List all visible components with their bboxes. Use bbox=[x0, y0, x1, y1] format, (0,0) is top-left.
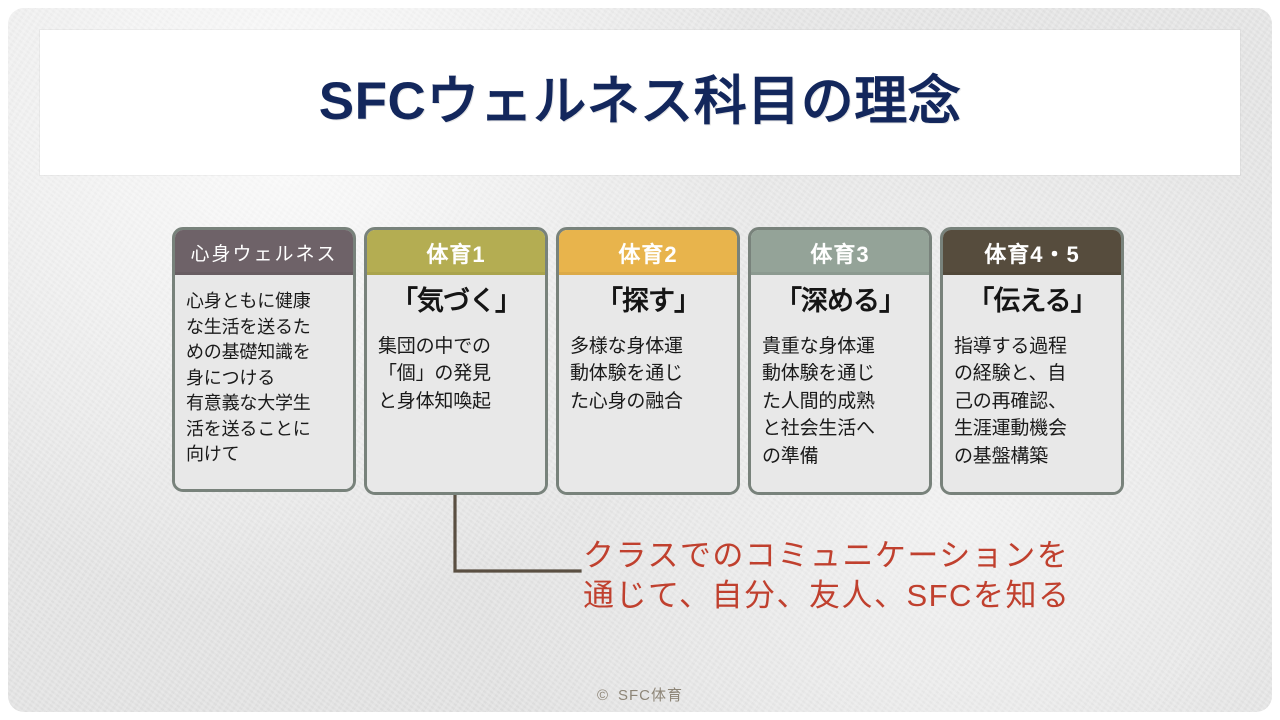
annotation-text: クラスでのコミュニケーションを 通じて、自分、友人、SFCを知る bbox=[583, 538, 1071, 613]
footer-label: SFC体育 bbox=[618, 687, 684, 704]
copyright-icon: © bbox=[596, 687, 610, 704]
card-taiiku-3[interactable]: 体育3 「深める」 貴重な身体運 動体験を通じ た人間的成熟 と社会生活へ の準… bbox=[748, 227, 932, 495]
connector-line bbox=[453, 495, 582, 573]
card-text-taiiku-3: 貴重な身体運 動体験を通じ た人間的成熟 と社会生活へ の準備 bbox=[762, 335, 875, 467]
card-shinshin-wellness[interactable]: 心身ウェルネス 心身ともに健康 な生活を送るた めの基礎知識を 身につける 有意… bbox=[172, 227, 356, 492]
card-heading-taiiku-3: 「深める」 bbox=[775, 286, 906, 316]
footer: © SFC体育 bbox=[8, 684, 1272, 705]
card-body-taiiku-3: 「深める」 貴重な身体運 動体験を通じ た人間的成熟 と社会生活へ の準備 bbox=[751, 275, 929, 492]
card-text-taiiku-4-5: 指導する過程 の経験と、自 己の再確認、 生涯運動機会 の基盤構築 bbox=[954, 335, 1067, 467]
card-header-taiiku-3: 体育3 bbox=[751, 230, 929, 275]
card-heading-taiiku-1: 「気づく」 bbox=[391, 286, 522, 316]
card-text-taiiku-1: 集団の中での 「個」の発見 と身体知喚起 bbox=[378, 335, 491, 412]
page-title: SFCウェルネス科目の理念 bbox=[318, 72, 962, 132]
card-body-shinshin-wellness: 心身ともに健康 な生活を送るた めの基礎知識を 身につける 有意義な大学生 活を… bbox=[175, 275, 353, 489]
card-header-shinshin-wellness: 心身ウェルネス bbox=[175, 230, 353, 275]
card-body-taiiku-1: 「気づく」 集団の中での 「個」の発見 と身体知喚起 bbox=[367, 275, 545, 492]
card-header-taiiku-4-5: 体育4・5 bbox=[943, 230, 1121, 275]
card-heading-taiiku-2: 「探す」 bbox=[596, 286, 701, 316]
card-header-taiiku-2: 体育2 bbox=[559, 230, 737, 275]
slide-canvas: SFCウェルネス科目の理念 心身ウェルネス 心身ともに健康 な生活を送るた めの… bbox=[8, 8, 1272, 712]
card-body-taiiku-4-5: 「伝える」 指導する過程 の経験と、自 己の再確認、 生涯運動機会 の基盤構築 bbox=[943, 275, 1121, 492]
card-text-shinshin-wellness: 心身ともに健康 な生活を送るた めの基礎知識を 身につける 有意義な大学生 活を… bbox=[186, 291, 311, 465]
card-taiiku-2[interactable]: 体育2 「探す」 多様な身体運 動体験を通じ た心身の融合 bbox=[556, 227, 740, 495]
card-text-taiiku-2: 多様な身体運 動体験を通じ た心身の融合 bbox=[570, 335, 683, 412]
card-row: 心身ウェルネス 心身ともに健康 な生活を送るた めの基礎知識を 身につける 有意… bbox=[172, 227, 1124, 495]
card-heading-taiiku-4-5: 「伝える」 bbox=[967, 286, 1097, 316]
card-taiiku-1[interactable]: 体育1 「気づく」 集団の中での 「個」の発見 と身体知喚起 bbox=[364, 227, 548, 495]
card-taiiku-4-5[interactable]: 体育4・5 「伝える」 指導する過程 の経験と、自 己の再確認、 生涯運動機会 … bbox=[940, 227, 1124, 495]
title-box: SFCウェルネス科目の理念 bbox=[40, 30, 1240, 175]
card-header-taiiku-1: 体育1 bbox=[367, 230, 545, 275]
card-body-taiiku-2: 「探す」 多様な身体運 動体験を通じ た心身の融合 bbox=[559, 275, 737, 492]
